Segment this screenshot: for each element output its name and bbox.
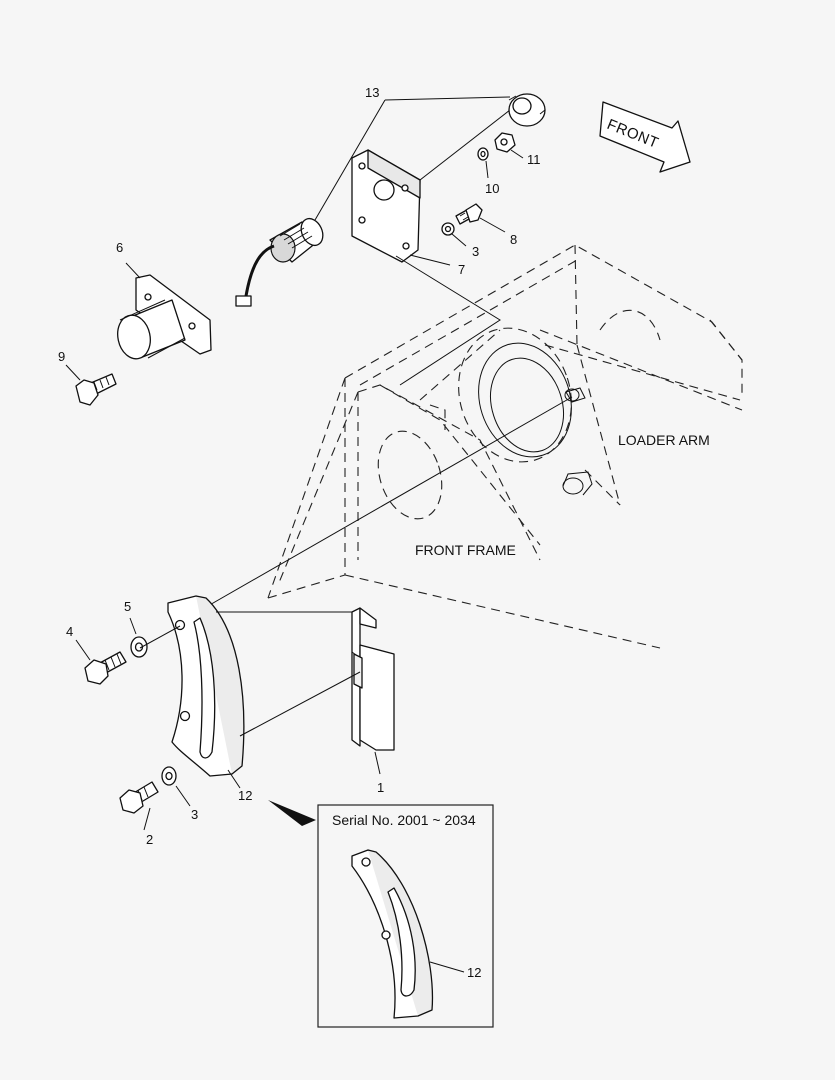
serial-inset: Serial No. 2001 ~ 2034 12: [317, 804, 494, 1028]
inset-callout-12: 12: [467, 965, 481, 980]
actuator-6: [117, 274, 212, 360]
loader-arm-label: LOADER ARM: [618, 432, 710, 448]
callout-3-upper: 3: [472, 244, 479, 259]
nut-large: [508, 93, 546, 127]
plate-1: [351, 607, 395, 751]
bolt-8: [455, 203, 483, 225]
washer-5: [130, 636, 148, 658]
washer-3-lower: [161, 766, 177, 786]
callout-2: 2: [146, 832, 153, 847]
sensor-body: [235, 109, 511, 307]
frame-bosses: [377, 327, 593, 520]
washer-10: [477, 147, 489, 161]
sensor-plate: [351, 149, 421, 263]
callout-10: 10: [485, 181, 499, 196]
callout-6: 6: [116, 240, 123, 255]
callout-1: 1: [377, 780, 384, 795]
bolt-2: [119, 781, 159, 814]
callout-12: 12: [238, 788, 252, 803]
callout-11: 11: [527, 152, 541, 167]
nut-small: [494, 132, 516, 153]
front-frame-label: FRONT FRAME: [415, 542, 516, 558]
bracket-12: [167, 595, 245, 777]
callout-8: 8: [510, 232, 517, 247]
inset-pointer: [268, 800, 316, 826]
callout-5: 5: [124, 599, 131, 614]
washer-3-upper: [441, 222, 455, 236]
callout-4: 4: [66, 624, 73, 639]
bolt-4: [84, 651, 127, 685]
bolt-9: [75, 373, 117, 406]
inset-bracket-12: [351, 849, 434, 1019]
front-frame-outline: [267, 244, 743, 649]
callout-7: 7: [458, 262, 465, 277]
axis-line: [179, 396, 573, 623]
callout-9: 9: [58, 349, 65, 364]
callout-3-lower: 3: [191, 807, 198, 822]
front-direction-arrow: FRONT: [599, 101, 691, 173]
inset-title: Serial No. 2001 ~ 2034: [332, 812, 476, 828]
leader-lines: [65, 96, 524, 831]
callout-13: 13: [365, 85, 379, 100]
